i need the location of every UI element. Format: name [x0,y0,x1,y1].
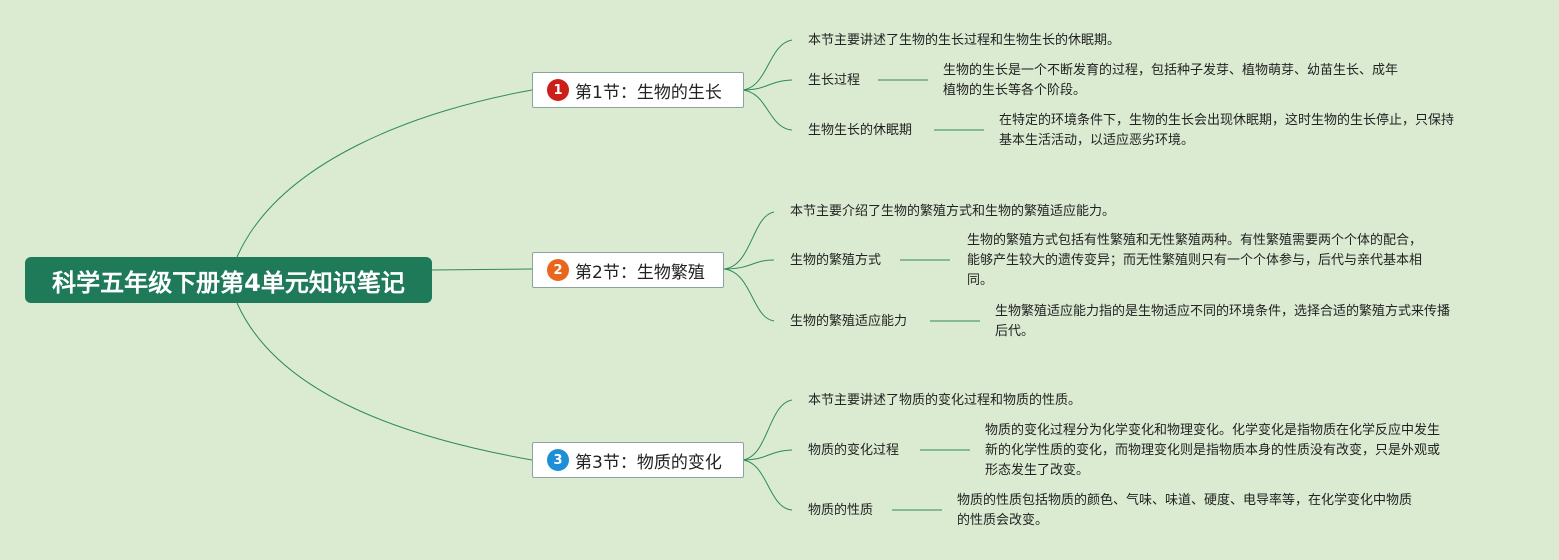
detail-line: 植物的生长等各个阶段。 [943,83,1087,98]
root-topic[interactable]: 科学五年级下册第4单元知识笔记 [25,257,432,303]
section-3-topic-1-label[interactable]: 物质的变化过程 [808,443,900,458]
link-root-section-3 [236,302,533,461]
link-s1-topic-1 [741,79,793,91]
section-1-topic-1-detail[interactable]: 生物的生长是一个不断发育的过程，包括种子发芽、植物萌芽、幼苗生长、成年 植物的生… [943,61,1398,101]
section-1-topic-2-detail[interactable]: 在特定的环境条件下，生物的生长会出现休眠期，这时生物的生长停止，只保持 基本生活… [999,111,1454,151]
section-3-summary[interactable]: 本节主要讲述了物质的变化过程和物质的性质。 [808,393,1082,408]
section-2-summary[interactable]: 本节主要介绍了生物的繁殖方式和生物的繁殖适应能力。 [790,204,1116,219]
link-s1-summary [741,39,793,91]
detail-line: 物质的变化过程分为化学变化和物理变化。化学变化是指物质在化学反应中发生 [985,423,1441,438]
section-2-topic-1-label[interactable]: 生物的繁殖方式 [790,253,882,268]
link-s3-topic-2 [741,459,793,511]
link-s3-topic-1 [741,449,793,461]
section-3-topic-2-detail[interactable]: 物质的性质包括物质的颜色、气味、味道、硬度、电导率等，在化学变化中物质 的性质会… [957,491,1412,531]
section-2-topic-2-detail[interactable]: 生物繁殖适应能力指的是生物适应不同的环境条件，选择合适的繁殖方式来传播 后代。 [995,302,1450,342]
detail-line: 生物繁殖适应能力指的是生物适应不同的环境条件，选择合适的繁殖方式来传播 [995,304,1451,319]
section-1-topic-1-label[interactable]: 生长过程 [808,73,861,88]
detail-line: 基本生活活动，以适应恶劣环境。 [999,133,1195,148]
section-2-topic-1-detail[interactable]: 生物的繁殖方式包括有性繁殖和无性繁殖两种。有性繁殖需要两个个体的配合， 能够产生… [967,231,1422,291]
section-title: 第2节：生物繁殖 [575,262,705,283]
section-1-topic-2-label[interactable]: 生物生长的休眠期 [808,123,913,138]
section-1-node[interactable]: 1 第1节：生物的生长 [532,72,744,108]
section-3-topic-1-detail[interactable]: 物质的变化过程分为化学变化和物理变化。化学变化是指物质在化学反应中发生 新的化学… [985,421,1440,481]
section-number-badge: 3 [547,449,569,471]
detail-line: 生物的繁殖方式包括有性繁殖和无性繁殖两种。有性繁殖需要两个个体的配合， [967,233,1423,248]
detail-line: 后代。 [995,324,1035,339]
section-2-topic-2-label[interactable]: 生物的繁殖适应能力 [790,314,908,329]
link-s2-topic-2 [723,268,775,322]
detail-line: 生物的生长是一个不断发育的过程，包括种子发芽、植物萌芽、幼苗生长、成年 [943,63,1399,78]
detail-line: 形态发生了改变。 [985,463,1090,478]
detail-line: 的性质会改变。 [957,513,1049,528]
detail-line: 新的化学性质的变化，而物理变化则是指物质本身的性质没有改变，只是外观或 [985,443,1441,458]
detail-line: 物质的性质包括物质的颜色、气味、味道、硬度、电导率等，在化学变化中物质 [957,493,1413,508]
detail-line: 能够产生较大的遗传变异；而无性繁殖则只有一个个体参与，后代与亲代基本相 [967,253,1423,268]
section-2-node[interactable]: 2 第2节：生物繁殖 [532,252,724,288]
section-3-topic-2-label[interactable]: 物质的性质 [808,503,874,518]
section-number-badge: 1 [547,79,569,101]
detail-line: 同。 [967,273,994,288]
section-title: 第1节：生物的生长 [575,82,722,103]
section-3-node[interactable]: 3 第3节：物质的变化 [532,442,744,478]
section-number-badge: 2 [547,259,569,281]
section-1-summary[interactable]: 本节主要讲述了生物的生长过程和生物生长的休眠期。 [808,33,1121,48]
link-s2-summary [723,211,775,270]
link-s1-topic-2 [741,89,793,131]
link-s3-summary [741,399,793,461]
link-root-section-2 [431,268,533,271]
detail-line: 在特定的环境条件下，生物的生长会出现休眠期，这时生物的生长停止，只保持 [999,113,1455,128]
link-s2-topic-1 [723,259,775,270]
link-root-section-1 [236,89,533,258]
section-title: 第3节：物质的变化 [575,452,722,473]
